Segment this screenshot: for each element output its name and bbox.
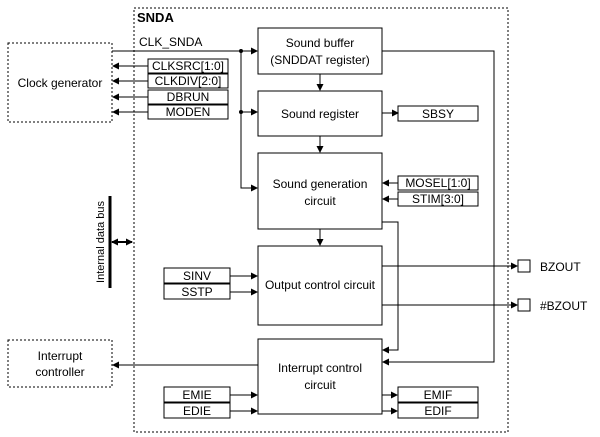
nbzout-pin [517,298,531,312]
sound-generation-block [257,152,383,230]
moden-label: MODEN [166,105,211,119]
module-title: SNDA [137,10,174,25]
sbsy-label: SBSY [422,107,454,121]
buffer-status-to-interrupt-line [382,50,495,366]
emif-label: EMIF [424,388,453,402]
emie-label: EMIE [182,388,211,402]
sound-buffer-block [257,27,383,75]
internal-data-bus-label: Internal data bus [95,201,107,283]
sound-generation-label-2: circuit [304,194,336,208]
interrupt-controller-label-1: Interrupt [38,349,83,363]
dbrun-label: DBRUN [167,90,210,104]
clk-to-sound-generation [240,112,258,192]
snda-module-boundary [133,7,509,433]
clock-generator-box [7,42,113,123]
bzout-label: BZOUT [540,260,581,274]
edif-label: EDIF [424,404,451,418]
sound-generation-label-1: Sound generation [273,177,368,191]
sound-buffer-label-1: Sound buffer [286,36,355,50]
interrupt-controller-box [7,339,113,388]
sbsy-register [397,105,479,122]
interrupt-control-label-2: circuit [304,378,336,392]
output-control-label: Output control circuit [265,278,376,292]
bzout-pin [517,259,531,273]
sstp-label: SSTP [181,285,212,299]
interrupt-control-label-1: Interrupt control [278,361,362,375]
emif-register [397,386,479,403]
sound-buffer-label-2: (SNDDAT register) [270,53,370,67]
clk-snda-label: CLK_SNDA [139,35,202,49]
interrupt-control-block [257,338,383,415]
clkdiv-label: CLKDIV[2:0] [155,74,222,88]
edif-register [397,402,479,419]
generation-to-interrupt-line [382,221,399,354]
nbzout-label: #BZOUT [540,299,588,313]
clksrc-label: CLKSRC[1:0] [152,59,224,73]
sound-register-label: Sound register [281,107,359,121]
mosel-label: MOSEL[1:0] [405,176,470,190]
sinv-label: SINV [183,269,211,283]
interrupt-controller-label-2: controller [35,365,84,379]
clock-generator-label: Clock generator [18,76,103,90]
edie-label: EDIE [183,404,211,418]
stim-label: STIM[3:0] [412,192,464,206]
output-control-block [257,245,383,326]
clk-to-sound-register [240,51,258,116]
